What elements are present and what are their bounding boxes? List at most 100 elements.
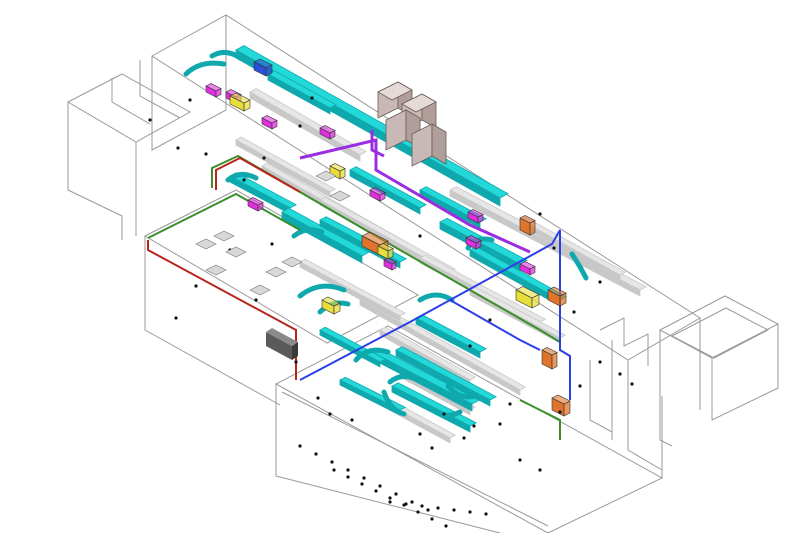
fixture-23	[452, 508, 456, 512]
fixture-32	[472, 424, 476, 428]
fixture-51	[578, 384, 582, 388]
equipment-unit-5	[319, 125, 336, 140]
supply-duct-4	[281, 207, 370, 264]
flex-duct-6	[417, 292, 455, 303]
ceiling-diffuser-2	[213, 230, 235, 242]
supply-duct-15	[415, 314, 488, 359]
fixture-9	[426, 508, 430, 512]
fixture-46	[262, 156, 266, 160]
fixture-35	[538, 468, 542, 472]
equipment-unit-7	[467, 209, 484, 224]
fixture-53	[598, 360, 602, 364]
supply-duct-6	[349, 166, 427, 215]
east-wall	[627, 360, 663, 471]
fixture-47	[242, 178, 246, 182]
fixture-39	[254, 298, 258, 302]
plumbing-fixtures	[148, 96, 634, 528]
fixture-34	[518, 458, 522, 462]
right-wing-inner	[670, 307, 770, 359]
fixture-55	[598, 280, 602, 284]
fixture-8	[410, 500, 414, 504]
right-wing-side	[711, 324, 779, 421]
ceiling-diffuser-3	[225, 246, 247, 258]
right-wing-front	[659, 330, 673, 447]
fixture-62	[618, 372, 622, 376]
fixture-12	[360, 482, 364, 486]
return-duct-10	[519, 216, 627, 281]
fixture-52	[630, 382, 634, 386]
flex-duct-8	[381, 389, 407, 417]
ceiling-diffuser-5	[281, 256, 303, 268]
blue-pipe-branch	[449, 299, 541, 351]
fixture-4	[346, 468, 350, 472]
fixture-13	[374, 489, 378, 493]
ceiling-diffuser-1	[195, 238, 217, 250]
flex-duct-4	[297, 283, 347, 299]
fixture-30	[418, 432, 422, 436]
equipment-unit-17	[547, 286, 567, 307]
fixture-29	[350, 418, 354, 422]
fixture-49	[508, 402, 512, 406]
fixture-50	[558, 410, 562, 414]
left-wing-front	[67, 102, 123, 240]
flex-duct-3	[225, 172, 259, 183]
front-block-top	[143, 189, 420, 344]
equipment-unit-9	[519, 261, 536, 276]
fixture-10	[332, 468, 336, 472]
fixture-26	[294, 360, 298, 364]
fixture-3	[330, 460, 334, 464]
fixture-6	[378, 484, 382, 488]
fixture-11	[346, 475, 350, 479]
fixture-33	[498, 422, 502, 426]
fixture-63	[148, 118, 152, 122]
fixture-44	[310, 96, 314, 100]
return-duct-5	[359, 296, 527, 396]
fixture-37	[194, 284, 198, 288]
equipment-unit-14	[377, 243, 394, 260]
fixture-61	[430, 446, 434, 450]
equipment-unit-15	[515, 286, 540, 309]
supply-duct-13	[319, 326, 387, 368]
ceiling-diffuser-6	[205, 264, 227, 276]
equipment	[205, 58, 571, 417]
equipment-unit-1	[205, 83, 222, 98]
fixture-48	[418, 234, 422, 238]
purple-pipe-run	[299, 138, 531, 254]
flex-duct-12	[445, 383, 479, 400]
equipment-orange-coil	[519, 215, 536, 236]
equipment-unit-3	[261, 115, 278, 130]
fixture-31	[462, 436, 466, 440]
red-pipe-drop	[147, 240, 297, 380]
return-duct-4	[319, 196, 457, 278]
flex-duct-14	[387, 374, 421, 385]
flex-duct-1	[183, 60, 227, 77]
fixture-22	[436, 506, 440, 510]
corridor-wall-right	[589, 360, 613, 433]
return-duct-2	[235, 136, 337, 198]
equipment-unit-18	[541, 347, 558, 370]
fixture-21	[420, 504, 424, 508]
flex-duct-11	[569, 251, 589, 281]
right-wing-top	[658, 295, 780, 359]
building-shell	[66, 14, 780, 533]
purple-pipe-riser	[370, 130, 385, 158]
fixture-20	[404, 502, 408, 506]
left-wing-top	[66, 73, 192, 143]
ceiling-diffuser-9	[315, 170, 337, 182]
fixture-60	[442, 412, 446, 416]
right-wing-stair	[599, 317, 649, 366]
fixture-17	[430, 517, 434, 521]
fixture-36	[174, 316, 178, 320]
ceiling-diffuser-7	[249, 284, 271, 296]
foreground-block-left-wall	[275, 384, 501, 533]
supply-duct-2	[267, 70, 337, 115]
fixture-28	[328, 412, 332, 416]
ceiling-diffuser-4	[265, 266, 287, 278]
front-block-front-wall	[144, 236, 281, 406]
fixture-24	[468, 510, 472, 514]
green-pipe-run	[211, 154, 561, 343]
equipment-unit-12	[329, 163, 346, 180]
green-pipe-lower	[519, 399, 561, 440]
